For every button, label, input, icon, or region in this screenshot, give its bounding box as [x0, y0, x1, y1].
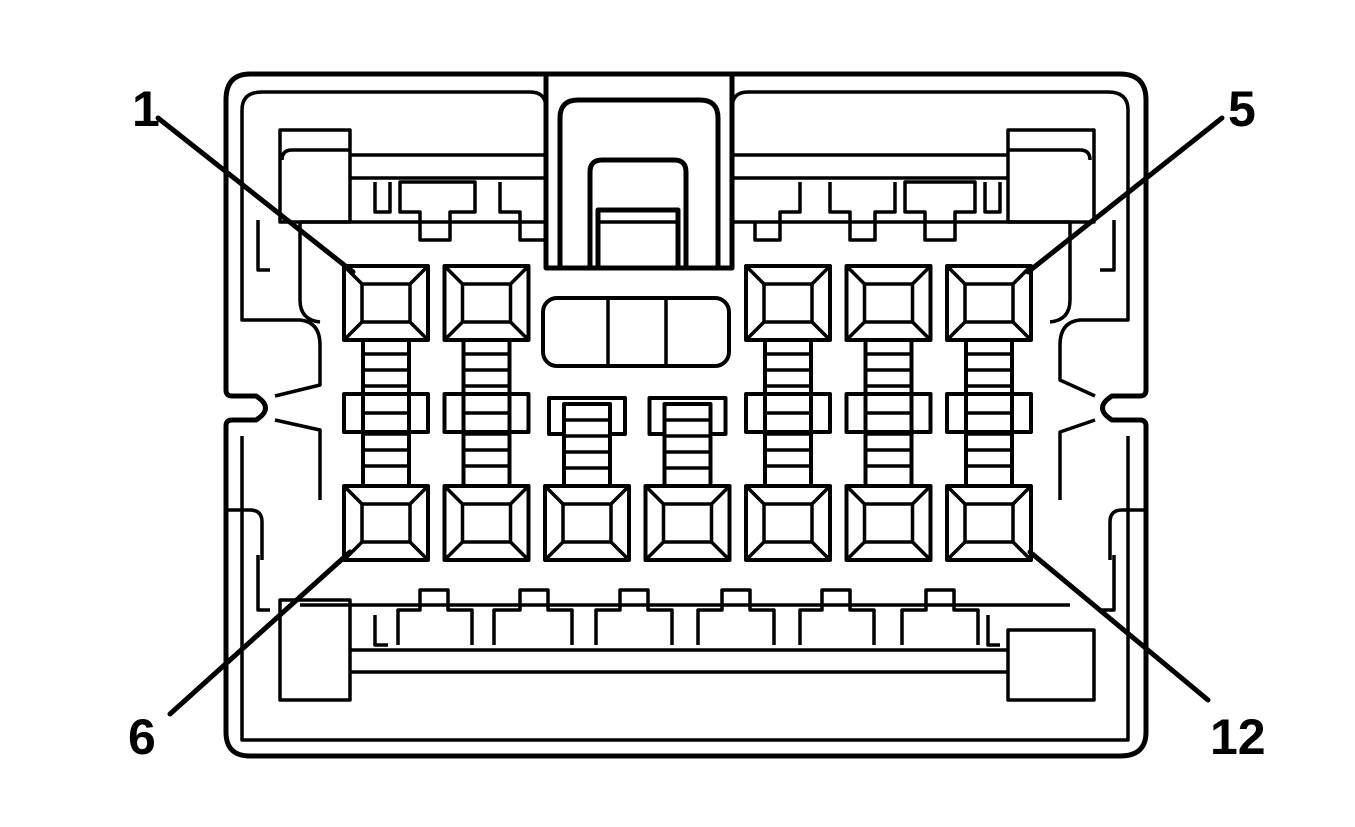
- terminal-rib-5: [744, 338, 832, 488]
- cavity-10: [744, 484, 832, 562]
- terminal-rib-3: [547, 396, 627, 488]
- cavity-6: [342, 484, 430, 562]
- upper-lock-structure: [256, 128, 1116, 324]
- pin-label-5: 5: [1228, 81, 1256, 137]
- terminal-rib-2: [442, 338, 531, 488]
- leader-pin-1: [155, 115, 356, 275]
- pin-label-6: 6: [128, 709, 156, 765]
- center-latch: [543, 71, 735, 271]
- cavity-3: [744, 264, 832, 342]
- terminal-rib-7: [945, 338, 1033, 488]
- cavity-1: [342, 264, 430, 342]
- terminal-rib-4: [647, 396, 728, 488]
- terminal-cavities: [342, 264, 1033, 562]
- center-key-block: [541, 296, 731, 368]
- cavity-8: [543, 484, 631, 562]
- leader-pin-5: [1025, 115, 1225, 275]
- callout-leaders: [155, 115, 1225, 717]
- cavity-9: [643, 484, 732, 562]
- pin-label-1: 1: [132, 81, 160, 137]
- cavity-11: [844, 484, 933, 562]
- cavity-7: [442, 484, 531, 562]
- connector-housing: [223, 71, 1149, 759]
- pin-label-12: 12: [1210, 709, 1266, 765]
- terminal-rib-6: [844, 338, 933, 488]
- terminal-rib-1: [342, 338, 430, 488]
- leader-pin-6: [167, 549, 353, 717]
- cavity-5: [945, 264, 1033, 342]
- lower-lock-structure: [256, 555, 1116, 702]
- leader-pin-12: [1027, 549, 1211, 703]
- cavity-4: [844, 264, 933, 342]
- cavity-2: [442, 264, 531, 342]
- cavity-12: [945, 484, 1033, 562]
